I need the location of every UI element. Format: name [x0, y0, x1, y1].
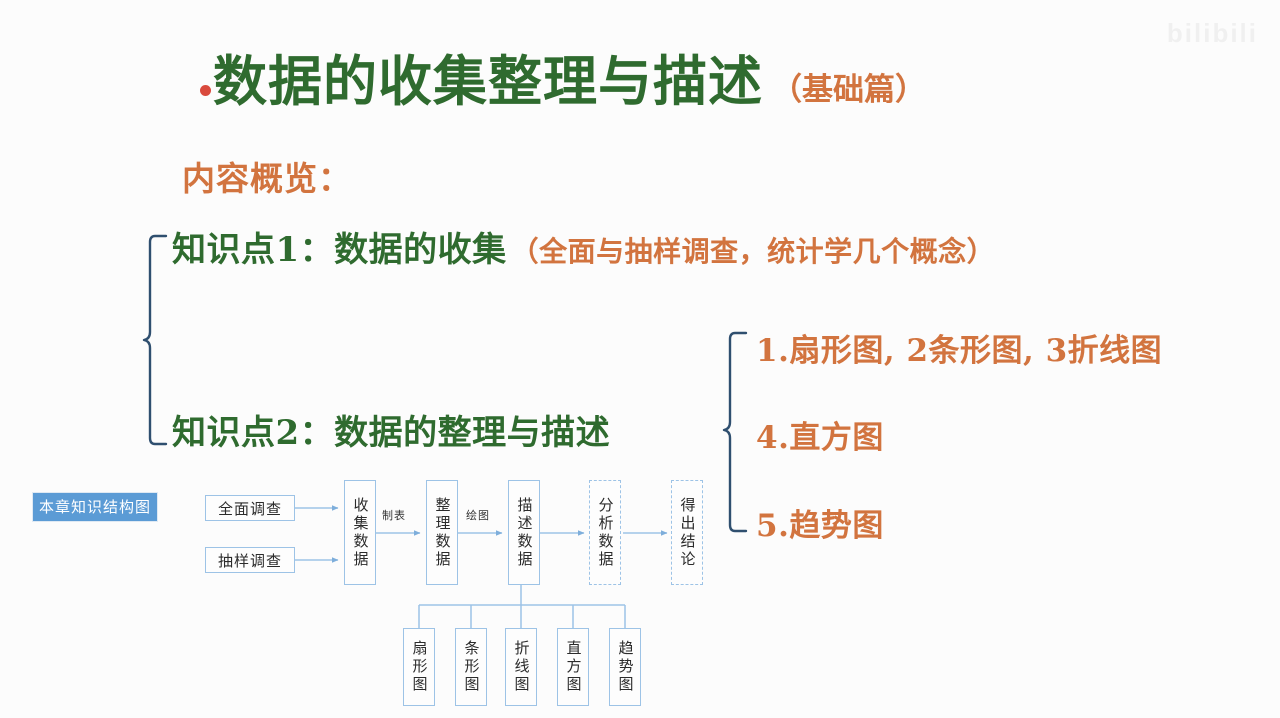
flow-box-describe-data: 描述数据	[508, 480, 540, 585]
flow-box-bar-chart: 条形图	[455, 628, 487, 706]
flow-box-collect-data: 收集数据	[344, 480, 376, 585]
knowledge-point-2: 知识点2：数据的整理与描述	[172, 405, 610, 454]
knowledge-structure-flowchart: 全面调查 抽样调查 收集数据 整理数据 描述数据 分析数据 得出结论 制表 绘图…	[0, 455, 760, 718]
branch-item-trend-chart: 5.趋势图	[756, 508, 884, 544]
title-bullet-dot	[200, 85, 211, 96]
chapter-structure-tag: 本章知识结构图	[32, 492, 159, 522]
left-grouping-brace	[142, 233, 168, 448]
branch-item-chart-types: 1.扇形图, 2条形图, 3折线图	[756, 333, 1163, 369]
knowledge-point-2-heading: 知识点2：数据的整理与描述	[172, 413, 611, 453]
right-grouping-brace	[722, 330, 748, 535]
flow-arrow-label-plot: 绘图	[466, 509, 490, 522]
overview-label: 内容概览：	[182, 159, 352, 198]
flowchart-connectors	[295, 505, 668, 628]
page-title: 数据的收集整理与描述 （基础篇）	[200, 54, 926, 109]
flow-box-draw-conclusion: 得出结论	[671, 480, 703, 585]
flow-box-organize-data: 整理数据	[426, 480, 458, 585]
branch-item-histogram: 4.直方图	[756, 420, 884, 456]
knowledge-point-1: 知识点1：数据的收集 （全面与抽样调查，统计学几个概念）	[172, 222, 995, 271]
flow-box-line-chart: 折线图	[505, 628, 537, 706]
flow-box-sample-survey: 抽样调查	[205, 547, 295, 573]
flow-box-trend-chart: 趋势图	[609, 628, 641, 706]
flow-arrow-label-tabulate: 制表	[382, 509, 406, 522]
title-sub-text: （基础篇）	[771, 72, 926, 108]
bilibili-watermark: bilibili	[1166, 18, 1258, 48]
flow-box-analyze-data: 分析数据	[589, 480, 621, 585]
flow-box-pie-chart: 扇形图	[403, 628, 435, 706]
knowledge-point-1-heading: 知识点1：数据的收集	[172, 230, 507, 270]
flow-box-histogram: 直方图	[557, 628, 589, 706]
flow-box-full-survey: 全面调查	[205, 495, 295, 521]
knowledge-point-1-note: （全面与抽样调查，统计学几个概念）	[510, 235, 996, 268]
title-main-text: 数据的收集整理与描述	[213, 49, 763, 113]
